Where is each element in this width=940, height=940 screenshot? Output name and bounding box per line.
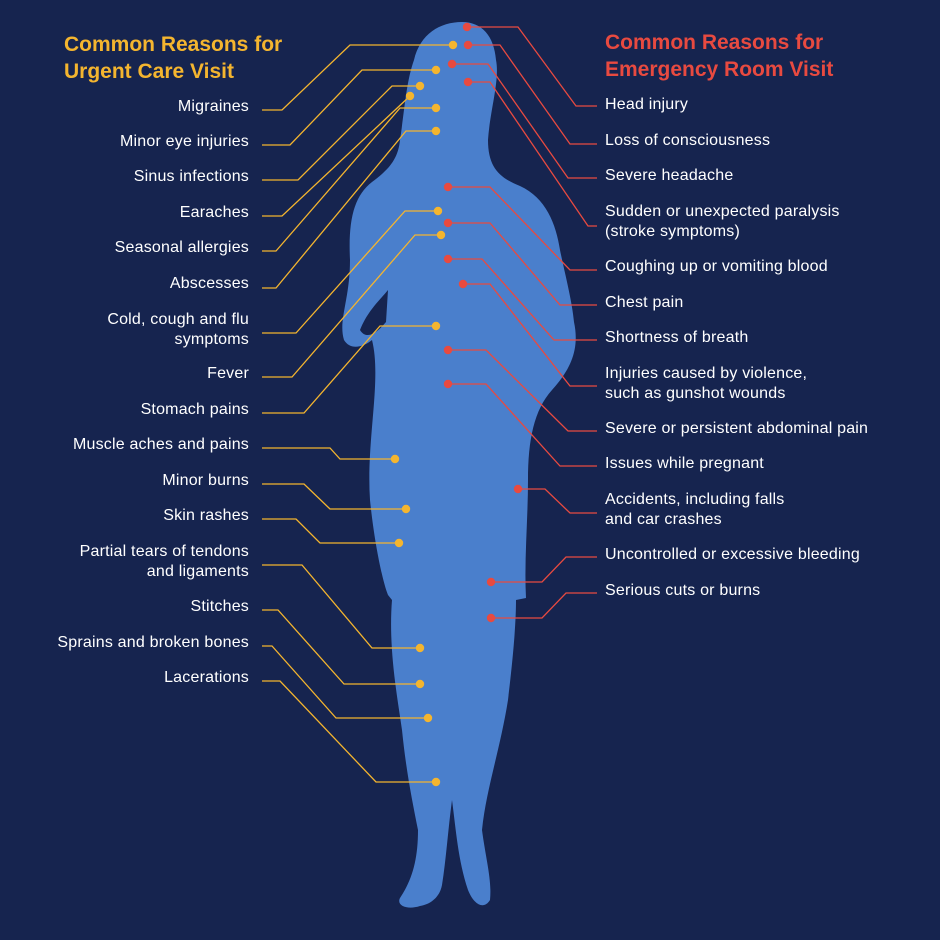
emergency-room-marker xyxy=(463,40,473,50)
emergency-room-connector xyxy=(448,222,597,306)
emergency-room-marker xyxy=(443,345,453,355)
emergency-room-item-label: Injuries caused by violence, such as gun… xyxy=(605,365,808,402)
woman-silhouette xyxy=(342,22,576,908)
urgent-care-connector xyxy=(262,130,436,289)
emergency-room-connector xyxy=(467,26,597,107)
urgent-care-connector xyxy=(262,609,420,685)
urgent-care-marker xyxy=(431,65,441,75)
urgent-care-connector xyxy=(262,483,406,510)
emergency-room-item-label: Severe headache xyxy=(605,167,734,184)
emergency-room-connector xyxy=(463,283,597,387)
emergency-room-item-label: Loss of consciousness xyxy=(605,132,771,149)
emergency-room-item-label: Issues while pregnant xyxy=(605,455,764,472)
emergency-room-marker xyxy=(486,577,496,587)
urgent-care-connector xyxy=(262,564,420,649)
emergency-room-marker xyxy=(513,484,523,494)
urgent-care-connector xyxy=(262,85,420,181)
urgent-care-item-label: Seasonal allergies xyxy=(114,239,249,256)
urgent-care-connector xyxy=(262,210,438,334)
urgent-care-connector xyxy=(262,234,441,378)
urgent-care-connector xyxy=(262,44,453,111)
emergency-room-marker xyxy=(447,59,457,69)
emergency-room-marker xyxy=(486,613,496,623)
urgent-care-item-label: Stitches xyxy=(190,598,249,615)
urgent-care-marker xyxy=(431,777,441,787)
urgent-care-connector xyxy=(262,518,399,544)
urgent-care-item-label: Minor eye injuries xyxy=(120,133,249,150)
emergency-room-marker xyxy=(443,182,453,192)
urgent-care-item-label: Lacerations xyxy=(164,669,249,686)
urgent-care-item-label: Abscesses xyxy=(169,275,249,292)
emergency-room-connector xyxy=(468,44,597,145)
emergency-room-item-label: Accidents, including falls and car crash… xyxy=(605,491,785,528)
urgent-care-item-label: Minor burns xyxy=(162,472,249,489)
urgent-care-item-label: Cold, cough and flu symptoms xyxy=(107,311,249,348)
urgent-care-connector xyxy=(262,447,395,460)
emergency-room-connector xyxy=(448,383,597,467)
emergency-room-heading: Common Reasons for Emergency Room Visit xyxy=(605,31,834,81)
emergency-room-item-label: Shortness of breath xyxy=(605,329,749,346)
urgent-care-connector xyxy=(262,325,436,414)
emergency-room-item-label: Uncontrolled or excessive bleeding xyxy=(605,546,860,563)
emergency-room-connector xyxy=(452,63,597,179)
emergency-room-connector xyxy=(468,81,597,227)
urgent-care-marker xyxy=(433,206,443,216)
emergency-room-connector xyxy=(518,488,597,514)
emergency-room-marker xyxy=(443,379,453,389)
urgent-care-item-label: Partial tears of tendons and ligaments xyxy=(79,543,249,580)
urgent-care-marker xyxy=(390,454,400,464)
urgent-care-connector xyxy=(262,680,436,783)
urgent-care-marker xyxy=(423,713,433,723)
emergency-room-item-label: Serious cuts or burns xyxy=(605,582,761,599)
urgent-care-marker xyxy=(436,230,446,240)
urgent-care-marker xyxy=(415,643,425,653)
urgent-care-connector xyxy=(262,69,436,146)
emergency-room-item-label: Head injury xyxy=(605,96,689,113)
urgent-care-item-label: Fever xyxy=(207,365,249,382)
emergency-room-item-label: Severe or persistent abdominal pain xyxy=(605,420,869,437)
urgent-care-item-label: Migraines xyxy=(177,98,249,115)
emergency-room-connector xyxy=(448,349,597,432)
urgent-care-marker xyxy=(401,504,411,514)
emergency-room-item-label: Coughing up or vomiting blood xyxy=(605,258,828,275)
emergency-room-connector xyxy=(491,592,597,619)
urgent-care-item-label: Earaches xyxy=(179,204,249,221)
urgent-care-item-label: Stomach pains xyxy=(140,401,249,418)
urgent-care-marker xyxy=(415,81,425,91)
urgent-care-marker xyxy=(448,40,458,50)
emergency-room-connector xyxy=(491,556,597,583)
urgent-care-marker xyxy=(394,538,404,548)
urgent-care-heading: Common Reasons for Urgent Care Visit xyxy=(64,33,283,83)
urgent-care-marker xyxy=(431,103,441,113)
emergency-room-marker xyxy=(458,279,468,289)
emergency-room-marker xyxy=(462,22,472,32)
emergency-room-marker xyxy=(443,218,453,228)
emergency-room-item-label: Sudden or unexpected paralysis (stroke s… xyxy=(605,203,840,240)
urgent-care-marker xyxy=(431,321,441,331)
anatomy-markers xyxy=(390,22,523,787)
connector-lines xyxy=(262,26,597,783)
emergency-room-marker xyxy=(463,77,473,87)
emergency-room-connector xyxy=(448,258,597,341)
emergency-room-marker xyxy=(443,254,453,264)
urgent-care-connector xyxy=(262,107,436,252)
urgent-care-marker xyxy=(415,679,425,689)
emergency-room-connector xyxy=(448,186,597,271)
urgent-care-item-label: Muscle aches and pains xyxy=(72,436,249,453)
urgent-care-item-label: Sprains and broken bones xyxy=(57,634,249,651)
urgent-care-connector xyxy=(262,95,411,217)
urgent-care-item-label: Skin rashes xyxy=(163,507,249,524)
emergency-room-item-label: Chest pain xyxy=(605,294,684,311)
urgent-care-marker xyxy=(405,91,415,101)
urgent-care-item-label: Sinus infections xyxy=(133,168,249,185)
urgent-care-marker xyxy=(431,126,441,136)
urgent-care-connector xyxy=(262,645,428,719)
